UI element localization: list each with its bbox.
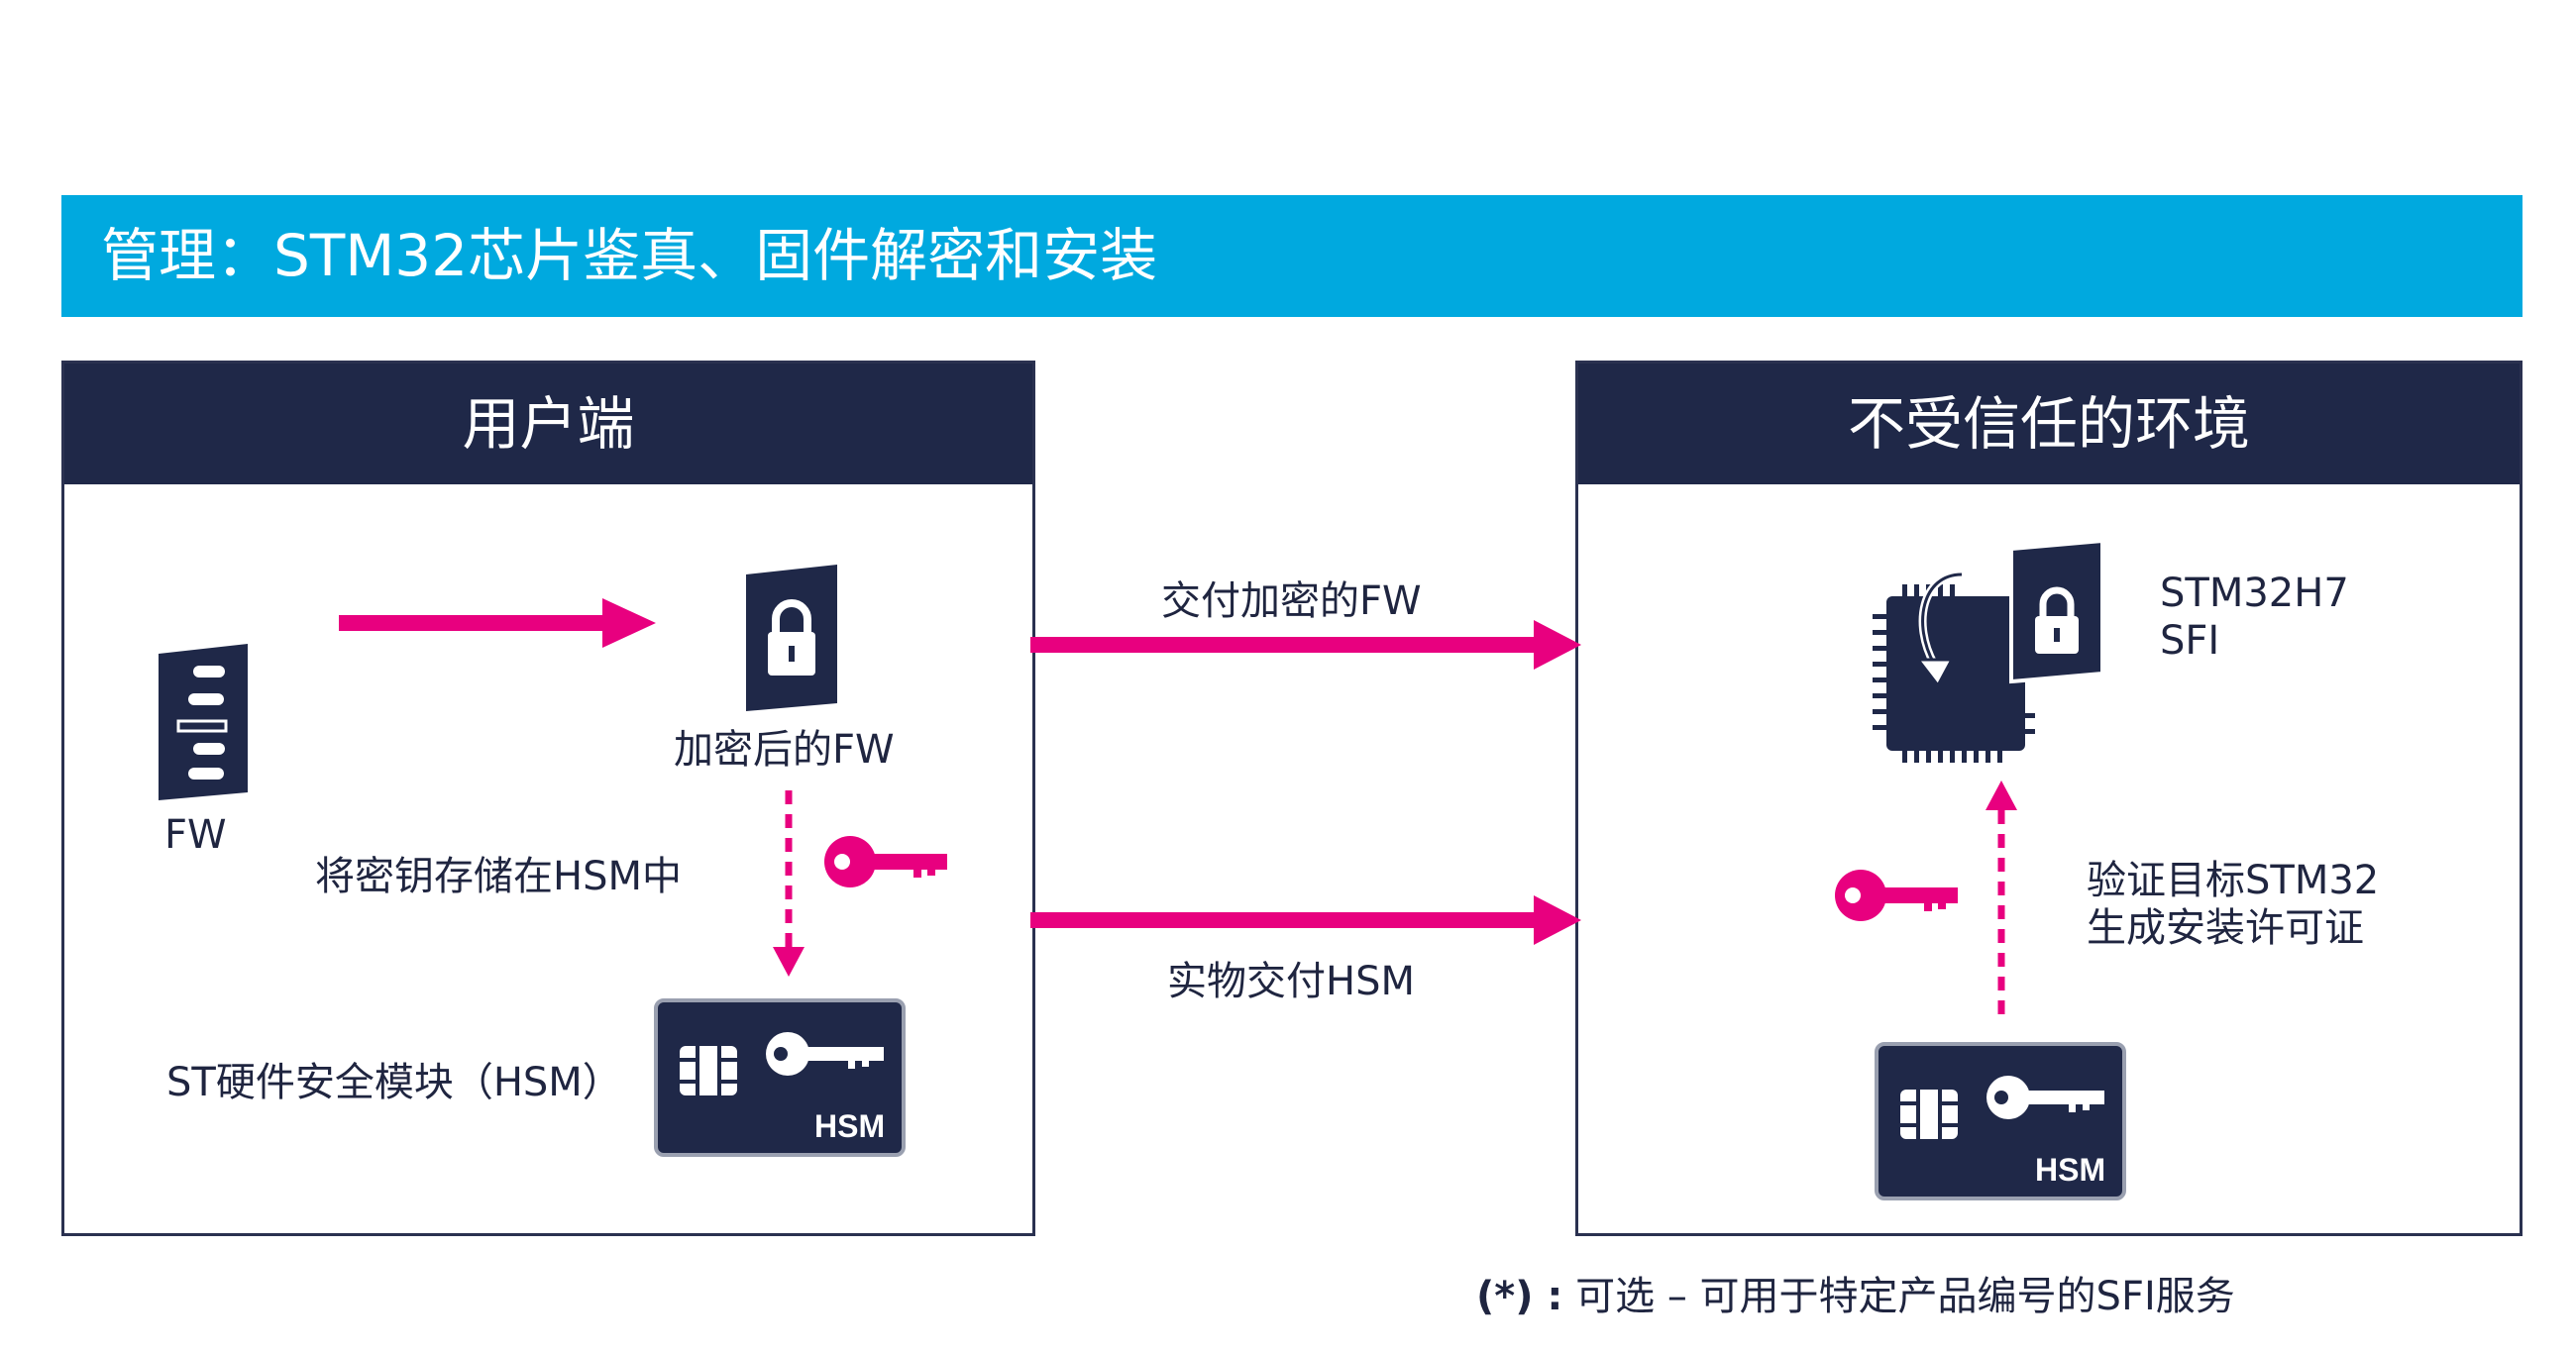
chip-label-line2: SFI bbox=[2160, 618, 2220, 664]
hsm-card-right: HSM bbox=[1875, 1042, 2126, 1200]
page-title: 管理：STM32芯片鉴真、固件解密和安装 bbox=[101, 222, 1158, 289]
user-side-panel: 用户端 bbox=[61, 361, 1035, 1236]
footnote: (*) : 可选 – 可用于特定产品编号的SFI服务 bbox=[1476, 1264, 2235, 1321]
hsm-card-left: HSM bbox=[654, 998, 906, 1157]
store-key-label: 将密钥存储在HSM中 bbox=[315, 854, 682, 899]
verify-dashed-arrow bbox=[1982, 779, 2021, 1016]
user-side-header: 用户端 bbox=[64, 364, 1032, 484]
deliver-fw-arrow bbox=[1030, 620, 1581, 670]
key-icon-right bbox=[1833, 866, 1962, 925]
footnote-text: 可选 – 可用于特定产品编号的SFI服务 bbox=[1575, 1274, 2235, 1319]
title-bar: 管理：STM32芯片鉴真、固件解密和安装 bbox=[61, 195, 2522, 317]
hsm-label: ST硬件安全模块（HSM） bbox=[166, 1060, 622, 1105]
deliver-fw-label: 交付加密的FW bbox=[1161, 578, 1422, 624]
encrypted-fw-label: 加密后的FW bbox=[674, 727, 895, 773]
hsm-card-left-text: HSM bbox=[814, 1108, 885, 1144]
fw-label: FW bbox=[164, 812, 227, 858]
hsm-card-right-text: HSM bbox=[2035, 1152, 2105, 1188]
key-icon-left bbox=[822, 832, 951, 891]
deliver-hsm-arrow bbox=[1030, 895, 1581, 945]
stm32-chip-icon bbox=[1873, 535, 2120, 763]
untrusted-env-header: 不受信任的环境 bbox=[1578, 364, 2520, 484]
store-key-dashed-arrow bbox=[769, 790, 808, 979]
encrypt-arrow bbox=[339, 598, 656, 648]
deliver-hsm-label: 实物交付HSM bbox=[1167, 959, 1415, 1004]
verify-label-line1: 验证目标STM32 bbox=[2087, 858, 2380, 903]
verify-label-line2: 生成安装许可证 bbox=[2087, 905, 2364, 951]
chip-label-line1: STM32H7 bbox=[2160, 571, 2349, 616]
footnote-marker: (*) : bbox=[1476, 1274, 1563, 1319]
firmware-icon bbox=[149, 644, 258, 802]
encrypted-firmware-lock-icon bbox=[738, 565, 847, 713]
